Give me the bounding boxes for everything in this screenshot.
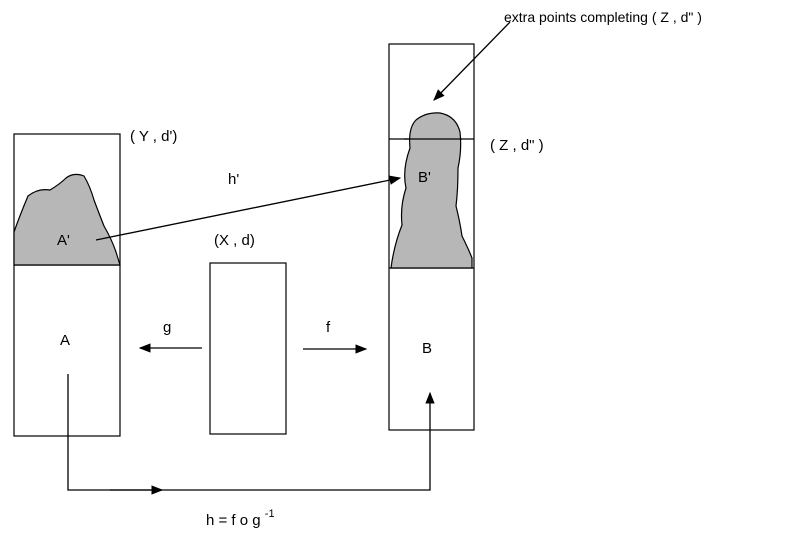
region-a-prime bbox=[13, 173, 121, 266]
label-set-b: B bbox=[422, 340, 432, 357]
label-map-h-exponent: -1 bbox=[265, 508, 275, 520]
space-x-box bbox=[209, 262, 287, 435]
label-set-b-prime: B' bbox=[418, 169, 431, 186]
label-extra-points: extra points completing ( Z , d" ) bbox=[504, 9, 702, 25]
region-b-prime bbox=[390, 112, 473, 269]
arrow-extra-points bbox=[433, 21, 511, 101]
label-map-g: g bbox=[163, 319, 171, 336]
label-map-h-prime: h' bbox=[228, 171, 239, 188]
label-map-h-main: h = f o g bbox=[206, 512, 261, 529]
arrow-h-prime bbox=[95, 175, 402, 241]
label-map-h-composite: h = f o g -1 bbox=[206, 508, 275, 529]
label-space-y: ( Y , d') bbox=[130, 128, 177, 145]
arrow-h-composite bbox=[67, 374, 435, 495]
label-map-f: f bbox=[326, 319, 331, 336]
label-set-a: A bbox=[60, 332, 70, 349]
label-space-x: (X , d) bbox=[214, 232, 255, 249]
label-set-a-prime: A' bbox=[57, 232, 70, 249]
label-space-z: ( Z , d" ) bbox=[490, 137, 544, 154]
